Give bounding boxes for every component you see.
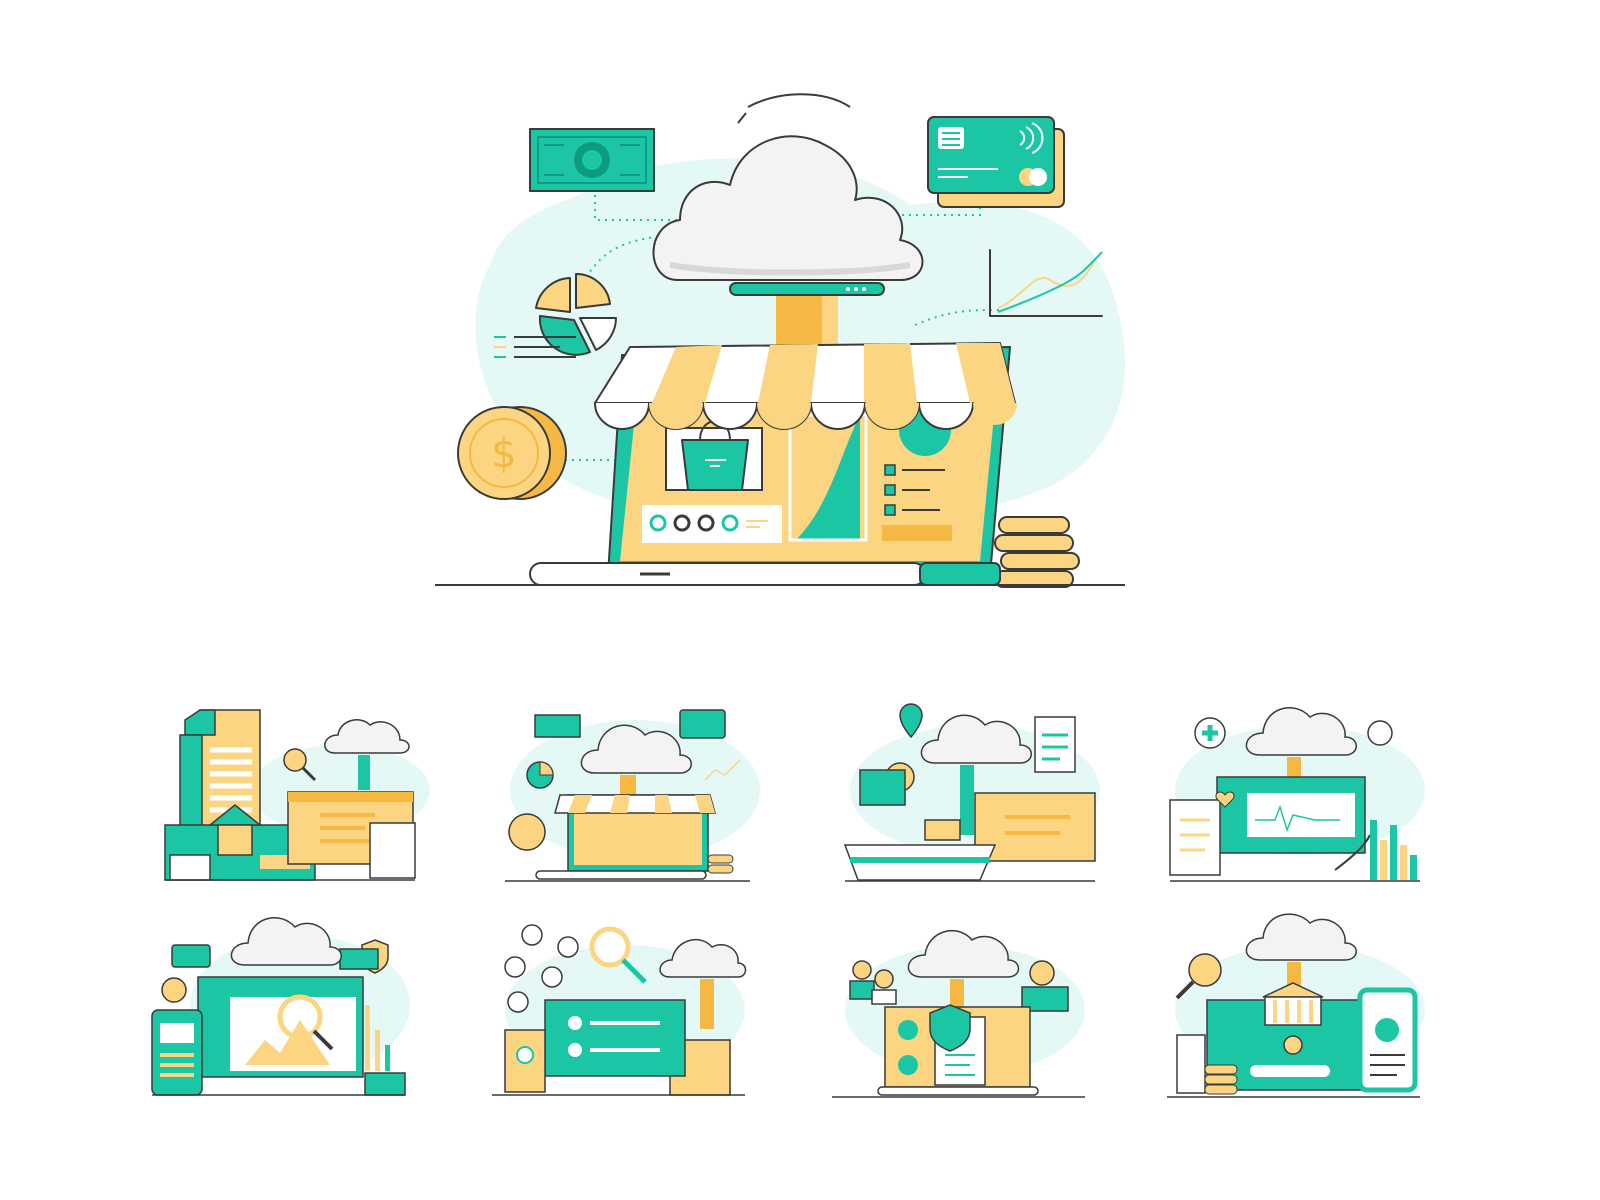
banknote-icon	[339, 948, 379, 970]
laptop-icon	[535, 794, 716, 880]
hero-illustration: $	[430, 85, 1150, 615]
magnifier-icon	[283, 748, 307, 772]
cloud-icon	[230, 917, 342, 966]
coin-stack-icon	[1204, 1064, 1238, 1095]
thumbnail-healthcare[interactable]	[1165, 695, 1435, 895]
thumbnail-secure-finance[interactable]	[830, 905, 1100, 1105]
awning-icon	[594, 342, 1017, 430]
banknote-icon	[534, 714, 581, 738]
cloud-icon	[920, 714, 1032, 835]
people-icon	[849, 960, 897, 1005]
magnifier-icon	[589, 926, 631, 968]
cloud-icon	[1245, 707, 1357, 779]
coin-icon	[1029, 960, 1055, 986]
document-icon	[1034, 716, 1076, 773]
coin-icon	[161, 977, 187, 1003]
banknote-icon	[529, 128, 655, 192]
credit-card-icon	[679, 709, 726, 739]
smartphone-icon	[1357, 987, 1418, 1093]
cloud-icon	[580, 724, 692, 797]
thumbnail-online-store[interactable]	[500, 695, 770, 895]
cloud-icon	[907, 930, 1020, 1009]
ship-icon	[843, 819, 997, 881]
thumbnail-recruitment[interactable]	[490, 905, 760, 1105]
monitor-icon	[1216, 776, 1366, 854]
monitor-icon	[1206, 999, 1378, 1091]
laptop-base	[529, 562, 926, 586]
coin-stack-icon	[994, 516, 1080, 588]
pie-chart-icon	[535, 272, 617, 356]
shopping-bag-icon	[665, 420, 763, 491]
magnifier-icon	[277, 994, 323, 1040]
heart-rate-line	[1255, 804, 1340, 833]
cloud-icon	[1245, 913, 1357, 987]
monitor-icon	[197, 976, 364, 1078]
heart-icon	[1215, 791, 1235, 808]
stethoscope-icon	[1334, 834, 1371, 871]
card-terminal-icon	[151, 1009, 203, 1096]
monitor-icon	[544, 999, 686, 1077]
thumbnail-logistics[interactable]	[840, 695, 1110, 895]
monitor-icon	[974, 792, 1096, 862]
bar-chart-icon	[1370, 820, 1417, 880]
clipboard-icon	[1169, 799, 1221, 876]
coin-icon: $	[457, 406, 567, 500]
cloud-icon	[324, 719, 410, 790]
thumbnail-payment-analytics[interactable]	[150, 905, 420, 1105]
currency-symbol: $	[491, 431, 516, 477]
location-pin-icon	[899, 703, 923, 739]
shield-icon	[929, 1004, 971, 1052]
coin-icon	[508, 813, 546, 851]
user-icon	[1367, 720, 1393, 746]
thumbnail-city-office[interactable]	[160, 695, 430, 895]
credit-card-icon	[171, 944, 211, 968]
cloud-icon	[659, 938, 747, 1029]
handshake-document-icon	[369, 822, 416, 879]
line-chart-icon	[989, 249, 1103, 317]
checkmark-icon	[516, 1046, 534, 1064]
product-graph	[796, 415, 860, 540]
bank-icon	[1262, 982, 1324, 1026]
chart-legend-lines	[494, 336, 576, 358]
receipt-icon	[1176, 1034, 1206, 1094]
magnifier-icon	[1188, 953, 1222, 987]
credit-card-icon	[927, 116, 1065, 208]
thumbnail-online-banking[interactable]	[1165, 905, 1435, 1105]
user-icon	[504, 924, 579, 1013]
cloud-icon	[652, 93, 924, 296]
progress-dots	[642, 505, 782, 543]
